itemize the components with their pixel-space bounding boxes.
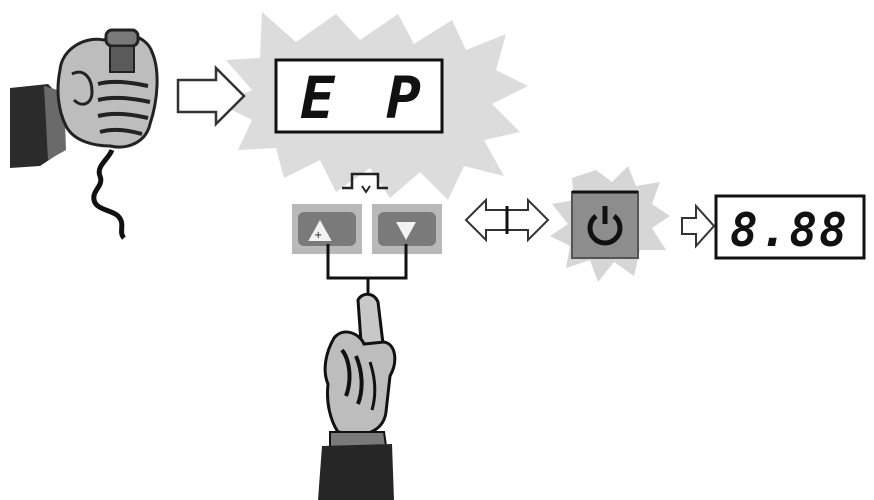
small-right-arrow-icon xyxy=(682,206,714,246)
pointing-hand-icon xyxy=(318,294,395,500)
power-button[interactable] xyxy=(572,192,638,258)
hand-holding-probe-icon xyxy=(10,30,157,238)
right-arrow-icon xyxy=(178,68,244,124)
secondary-display: 8.88 xyxy=(716,196,864,258)
secondary-display-value: 8.88 xyxy=(730,203,849,257)
up-plus-icon: + xyxy=(314,230,322,241)
main-display: E P xyxy=(276,60,442,132)
main-display-char-1: E xyxy=(300,64,336,132)
main-display-char-2: P xyxy=(386,64,421,132)
double-arrow-icon xyxy=(466,200,548,240)
pulse-tick-icon xyxy=(362,186,370,192)
